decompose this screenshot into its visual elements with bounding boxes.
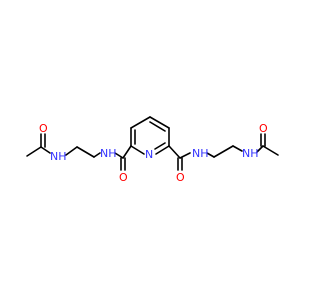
- atom-label-o4: O: [259, 122, 268, 135]
- bonds: [26, 116, 279, 171]
- atom-label-o1: O: [39, 122, 48, 135]
- ring-bond-5-inner: [154, 142, 166, 150]
- bond-n-carbonyl-right: [256, 145, 264, 153]
- bond-n-ch2-left1: [65, 146, 78, 156]
- ring-bond-3: [149, 116, 170, 129]
- atom-label-n3: N: [145, 148, 153, 161]
- bond-ch2-ch2-left: [76, 146, 95, 158]
- atom-labels: O NH NH O N O NH NH O: [39, 122, 268, 184]
- ring-bond-3-inner: [149, 121, 166, 132]
- bond-ring-amide-c-right: [168, 145, 181, 159]
- bond-ch2-n-left2: [93, 152, 101, 158]
- atom-label-n1: NH: [50, 150, 67, 163]
- bond-carbonyl-methyl-right: [262, 145, 279, 156]
- bond-amide-c-ring-left: [122, 145, 132, 159]
- atom-label-n2: NH: [100, 147, 117, 160]
- bond-carbonyl-n-left: [40, 146, 51, 154]
- atom-label-o2: O: [119, 171, 128, 184]
- bond-n-amide-c-left: [114, 152, 124, 159]
- ring-bond-6: [130, 145, 145, 155]
- ring-bond-2: [130, 116, 151, 129]
- molecule-diagram: O NH NH O N O NH NH O: [26, 116, 279, 184]
- bond-methyl-carbonyl-left: [26, 146, 42, 157]
- atom-label-n4: NH: [192, 147, 209, 160]
- bond-ch2-ch2-right: [213, 145, 234, 158]
- bond-ch2-n-right2: [232, 145, 243, 152]
- atom-label-o3: O: [176, 171, 185, 184]
- bond-n-ch2-right1: [206, 152, 215, 158]
- ring-bond-5: [155, 145, 170, 155]
- structure-svg: O NH NH O N O NH NH O: [26, 116, 279, 184]
- bond-amide-c-n-right: [179, 152, 191, 159]
- atom-label-n5: NH: [242, 147, 259, 160]
